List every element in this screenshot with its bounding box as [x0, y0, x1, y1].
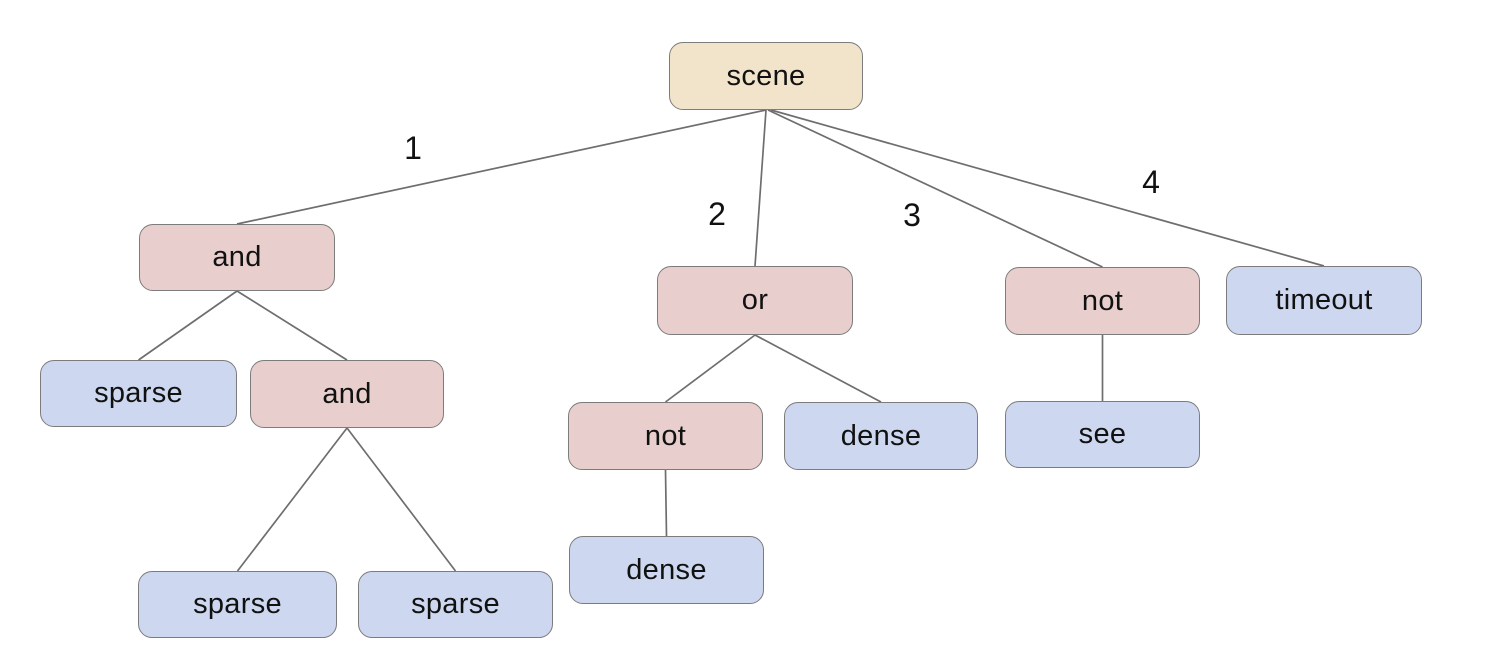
- tree-node-sparse-3: sparse: [358, 571, 553, 638]
- tree-node-dense-1: dense: [784, 402, 978, 470]
- tree-node-scene: scene: [669, 42, 863, 110]
- edge-or-1-to-not-2: [664, 334, 756, 403]
- edge-scene-to-or-1: [754, 109, 767, 267]
- edge-or-1-to-dense-1: [754, 334, 882, 403]
- edge-and-2-to-sparse-3: [346, 427, 457, 572]
- tree-node-not-1: not: [1005, 267, 1200, 335]
- tree-node-or-1: or: [657, 266, 853, 335]
- edge-label-3: 3: [903, 197, 921, 233]
- edge-not-2-to-dense-2: [664, 469, 668, 537]
- tree-node-and-1: and: [139, 224, 335, 291]
- edge-scene-to-timeout-1: [770, 109, 1325, 267]
- edge-label-1: 1: [404, 130, 422, 166]
- tree-node-sparse-1: sparse: [40, 360, 237, 427]
- tree-node-dense-2: dense: [569, 536, 764, 604]
- edge-label-2: 2: [708, 196, 726, 232]
- tree-node-sparse-2: sparse: [138, 571, 337, 638]
- edge-label-4: 4: [1142, 164, 1160, 200]
- tree-node-not-2: not: [568, 402, 763, 470]
- tree-node-see-1: see: [1005, 401, 1200, 468]
- tree-node-and-2: and: [250, 360, 444, 428]
- edge-and-2-to-sparse-2: [236, 427, 348, 572]
- tree-node-timeout-1: timeout: [1226, 266, 1422, 335]
- edge-scene-to-not-1: [767, 109, 1103, 268]
- edge-and-1-to-and-2: [236, 290, 348, 361]
- edge-and-1-to-sparse-1: [138, 290, 238, 361]
- edge-scene-to-and-1: [236, 109, 767, 225]
